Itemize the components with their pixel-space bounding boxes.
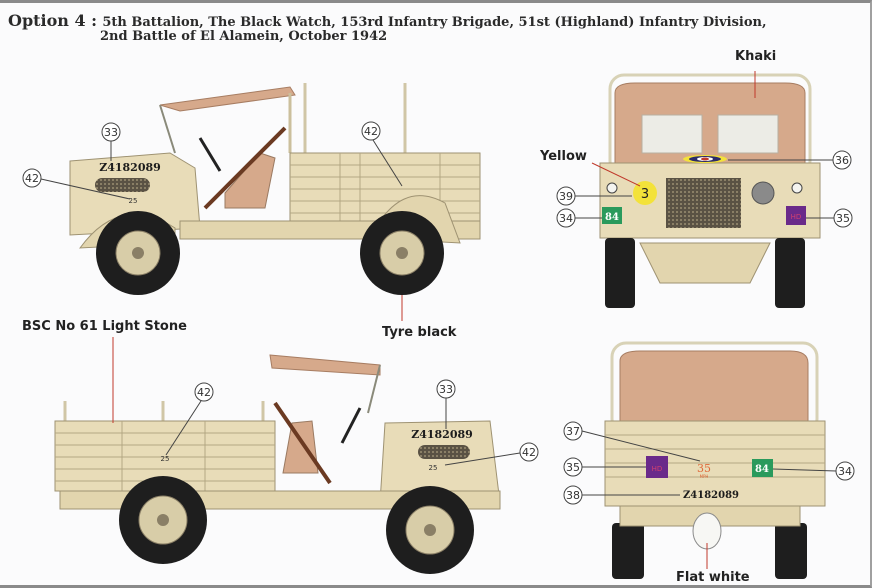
svg-text:HD: HD xyxy=(791,213,802,221)
front-view: 3 84 HD xyxy=(591,71,821,308)
svg-text:34: 34 xyxy=(559,212,573,225)
svg-text:42: 42 xyxy=(522,446,536,459)
canvas-rear xyxy=(619,350,809,422)
svg-text:42: 42 xyxy=(25,172,39,185)
svg-text:33: 33 xyxy=(104,126,118,139)
svg-text:HD: HD xyxy=(652,465,663,473)
svg-text:42: 42 xyxy=(364,125,378,138)
svg-text:39: 39 xyxy=(559,190,573,203)
sidelight xyxy=(791,182,803,194)
svg-text:37: 37 xyxy=(566,425,580,438)
radiator-grille xyxy=(666,178,741,228)
load-class: 25 xyxy=(161,455,170,463)
svg-text:36: 36 xyxy=(835,154,849,167)
callout-35: 35 xyxy=(806,208,853,228)
tyre xyxy=(612,523,644,579)
callout-42: 42 xyxy=(22,168,131,200)
callouts-top-side: 33 42 42 xyxy=(22,121,403,200)
rear-wheel xyxy=(360,211,444,295)
svg-text:34: 34 xyxy=(838,465,852,478)
rear-wheel xyxy=(119,476,207,564)
label-khaki: Khaki xyxy=(735,49,777,64)
svg-text:42: 42 xyxy=(197,386,211,399)
unit-description: 5th Battalion, The Black Watch, 153rd In… xyxy=(102,15,767,30)
svg-text:38: 38 xyxy=(566,489,580,502)
canvas-top xyxy=(269,354,381,376)
label-flat-white: Flat white xyxy=(676,570,750,585)
callout-42: 42 xyxy=(165,382,214,456)
svg-text:35: 35 xyxy=(566,461,580,474)
seat xyxy=(282,420,319,474)
label-tyre-black: Tyre black xyxy=(382,325,457,340)
division-sign-plate xyxy=(646,456,668,478)
unit-serial-plate xyxy=(752,459,773,477)
callout-33: 33 xyxy=(101,122,121,161)
registration-number: Z4182089 xyxy=(683,490,739,501)
steering-wheel xyxy=(340,407,362,444)
option-title: Option 4 : 5th Battalion, The Black Watc… xyxy=(8,11,767,30)
hood-louvres xyxy=(418,445,470,459)
vehicle-illustrations: Z4182089 25 33 42 42 xyxy=(22,71,855,579)
side-view-right-facing: Z4182089 25 25 xyxy=(54,337,501,574)
option-label: Option 4 : xyxy=(8,11,98,30)
tyre xyxy=(775,238,805,308)
svg-text:MPH: MPH xyxy=(700,474,709,479)
callout-34: 34 xyxy=(772,461,855,481)
callout-34: 34 xyxy=(556,208,602,228)
front-wheel xyxy=(96,211,180,295)
callout-36: 36 xyxy=(728,150,852,170)
unit-serial-plate xyxy=(602,207,622,224)
rifle xyxy=(203,126,287,210)
label-yellow: Yellow xyxy=(540,149,587,164)
bridge-class-disc xyxy=(633,181,657,205)
load-class: 25 xyxy=(129,197,138,205)
rear-view: HD 35 MPH 84 Z4182089 xyxy=(604,341,826,579)
front-wheel xyxy=(386,486,474,574)
callout-39: 39 xyxy=(556,186,632,206)
registration-number: Z4182089 xyxy=(411,428,473,441)
callout-42: 42 xyxy=(444,442,539,466)
svg-text:33: 33 xyxy=(439,383,453,396)
hood xyxy=(69,152,201,236)
callout-33: 33 xyxy=(436,379,456,429)
side-view-left-facing: Z4182089 25 xyxy=(69,83,481,321)
steering-wheel xyxy=(198,137,222,172)
registration-number: Z4182089 xyxy=(99,161,161,174)
callouts-front: 36 39 34 35 xyxy=(556,150,853,228)
load-class: 25 xyxy=(429,464,438,472)
yellow-leader xyxy=(591,162,641,187)
battle-subtitle: 2nd Battle of El Alamein, October 1942 xyxy=(100,29,388,44)
callout-38: 38 xyxy=(563,485,680,505)
label-light-stone: BSC No 61 Light Stone xyxy=(22,319,187,334)
callout-37: 37 xyxy=(563,421,701,462)
callout-35: 35 xyxy=(563,457,646,477)
canvas-top xyxy=(159,86,296,112)
tyre xyxy=(775,523,807,579)
rifle xyxy=(273,401,332,485)
callout-42: 42 xyxy=(361,121,403,187)
headlight xyxy=(751,181,775,205)
callouts-bottom-side: 42 33 42 xyxy=(165,379,539,466)
rear-speed-number: 35 xyxy=(697,462,711,475)
tyre xyxy=(605,238,635,308)
division-sign-plate xyxy=(786,206,806,225)
hood-louvres xyxy=(95,178,150,192)
sidelight xyxy=(606,182,618,194)
svg-text:84: 84 xyxy=(755,464,769,475)
svg-text:3: 3 xyxy=(641,187,649,202)
svg-text:84: 84 xyxy=(605,212,619,223)
callouts-rear: 37 35 38 34 xyxy=(563,421,855,505)
svg-text:35: 35 xyxy=(836,212,850,225)
